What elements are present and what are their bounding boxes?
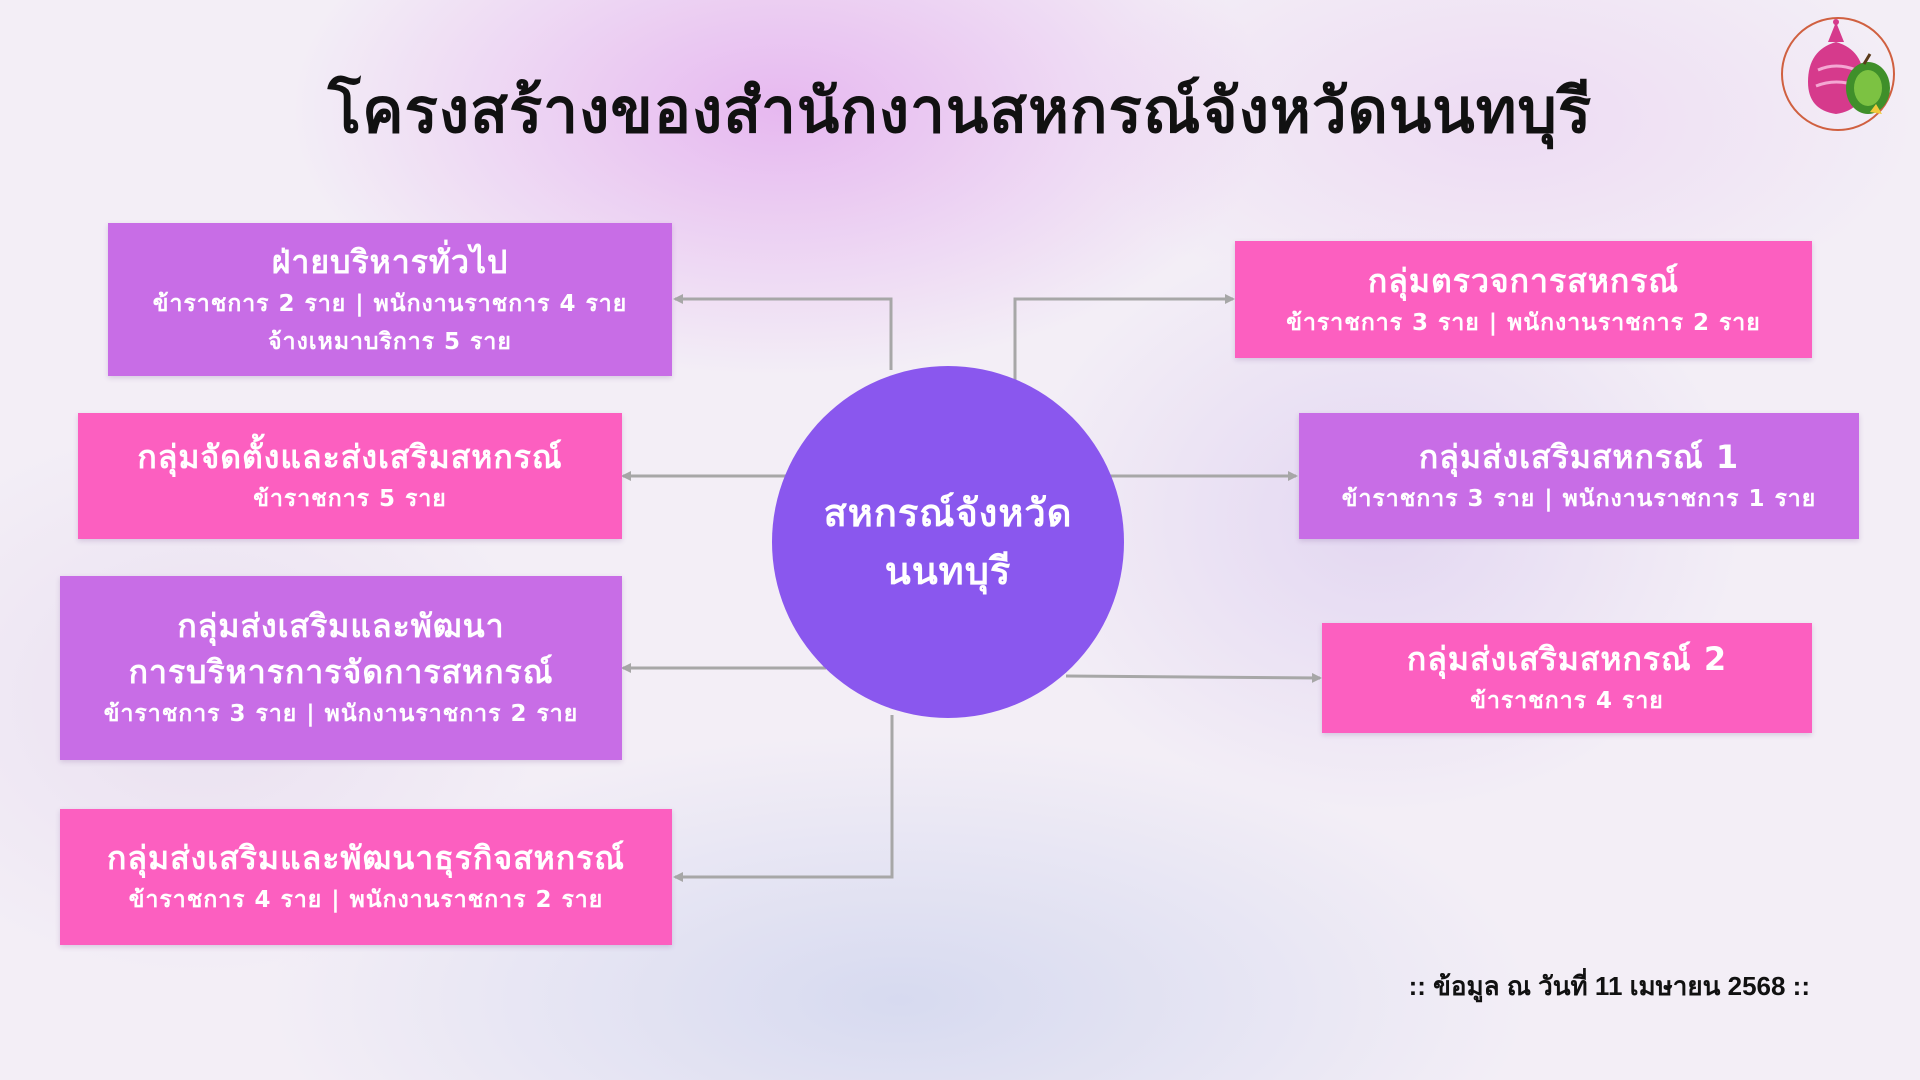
- unit-audit-name: กลุ่มตรวจการสหกรณ์: [1367, 261, 1680, 300]
- unit-admin-box: ฝ่ายบริหารทั่วไป ข้าราชการ 2 ราย | พนักง…: [108, 223, 672, 376]
- unit-audit-box: กลุ่มตรวจการสหกรณ์ ข้าราชการ 3 ราย | พนั…: [1235, 241, 1812, 358]
- data-date-note: :: ข้อมูล ณ วันที่ 11 เมษายน 2568 ::: [1408, 971, 1810, 1001]
- unit-establish-name: กลุ่มจัดตั้งและส่งเสริมสหกรณ์: [137, 438, 563, 476]
- unit-admin-name: ฝ่ายบริหารทั่วไป: [271, 242, 509, 281]
- unit-business-name: กลุ่มส่งเสริมและพัฒนาธุรกิจสหกรณ์: [107, 839, 625, 877]
- unit-management-name-line1: กลุ่มส่งเสริมและพัฒนา: [177, 607, 505, 645]
- center-node: สหกรณ์จังหวัด นนทบุรี: [772, 366, 1124, 718]
- unit-promo2-name: กลุ่มส่งเสริมสหกรณ์ 2: [1406, 640, 1728, 678]
- unit-management-name-line2: การบริหารการจัดการสหกรณ์: [128, 653, 554, 691]
- unit-promo2-box: กลุ่มส่งเสริมสหกรณ์ 2 ข้าราชการ 4 ราย: [1322, 623, 1812, 733]
- pot-durian-logo-icon: [1781, 17, 1895, 131]
- page-title: โครงสร้างของสำนักงานสหกรณ์จังหวัดนนทบุรี: [327, 74, 1593, 147]
- organization-logo: [1778, 12, 1898, 138]
- unit-business-detail: ข้าราชการ 4 ราย | พนักงานราชการ 2 ราย: [128, 887, 604, 913]
- unit-establish-box: กลุ่มจัดตั้งและส่งเสริมสหกรณ์ ข้าราชการ …: [78, 413, 622, 539]
- unit-admin-detail: ข้าราชการ 2 ราย | พนักงานราชการ 4 ราย: [152, 290, 628, 317]
- connector-audit: [1013, 294, 1235, 380]
- unit-establish-detail: ข้าราชการ 5 ราย: [253, 486, 447, 512]
- unit-management-box: กลุ่มส่งเสริมและพัฒนา การบริหารการจัดการ…: [60, 576, 622, 760]
- center-node-line1: สหกรณ์จังหวัด: [823, 491, 1073, 535]
- unit-promo2-detail: ข้าราชการ 4 ราย: [1470, 688, 1664, 714]
- center-node-line2: นนทบุรี: [884, 549, 1012, 593]
- unit-promo1-box: กลุ่มส่งเสริมสหกรณ์ 1 ข้าราชการ 3 ราย | …: [1299, 413, 1859, 539]
- unit-admin-detail-extra: จ้างเหมาบริการ 5 ราย: [268, 328, 512, 355]
- unit-management-detail: ข้าราชการ 3 ราย | พนักงานราชการ 2 ราย: [103, 701, 579, 727]
- connector-promo2: [1065, 672, 1322, 683]
- connector-business: [673, 715, 894, 882]
- connector-admin: [673, 294, 893, 370]
- unit-promo1-name: กลุ่มส่งเสริมสหกรณ์ 1: [1418, 438, 1740, 476]
- unit-promo1-detail: ข้าราชการ 3 ราย | พนักงานราชการ 1 ราย: [1341, 486, 1817, 512]
- unit-business-box: กลุ่มส่งเสริมและพัฒนาธุรกิจสหกรณ์ ข้าราช…: [60, 809, 672, 945]
- unit-audit-detail: ข้าราชการ 3 ราย | พนักงานราชการ 2 ราย: [1286, 309, 1761, 336]
